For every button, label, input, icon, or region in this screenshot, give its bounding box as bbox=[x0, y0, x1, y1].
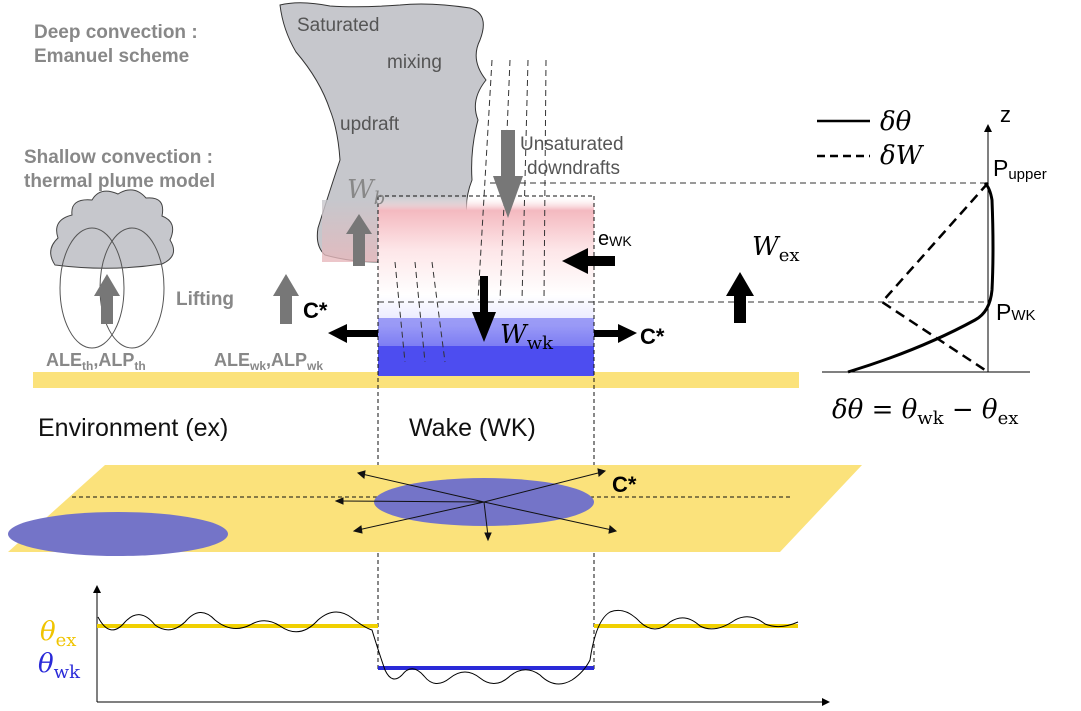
lifting-arrow bbox=[273, 274, 299, 324]
z-label: z bbox=[1000, 102, 1011, 127]
updraft-label: updraft bbox=[340, 114, 400, 135]
p-wk-label: PWK bbox=[996, 299, 1036, 325]
wake-label: Wake (WK) bbox=[409, 414, 536, 442]
wex-up-arrow bbox=[726, 272, 754, 323]
cstar-left-label: C* bbox=[303, 298, 328, 323]
wake-boundaries bbox=[377, 195, 595, 672]
mixing-label: mixing bbox=[387, 52, 442, 73]
cstar-right-label: C* bbox=[640, 324, 665, 349]
wwk-down-arrow bbox=[472, 276, 496, 342]
delta-theta-equation: δθ = θwk − θex bbox=[832, 395, 1018, 429]
legend-w-label: δW bbox=[880, 141, 925, 171]
wwk-label: Wwk bbox=[500, 320, 554, 354]
environment-label: Environment (ex) bbox=[38, 414, 228, 442]
level-lines bbox=[378, 182, 988, 303]
shallow-cloud bbox=[50, 189, 175, 349]
theta-plot bbox=[93, 585, 830, 706]
theta-curve bbox=[97, 609, 799, 685]
downdrafts-label: downdrafts bbox=[527, 158, 620, 179]
cstar-plane-label: C* bbox=[612, 472, 637, 497]
unsat-downdraft-arrow bbox=[493, 130, 523, 218]
shallow-title-line1: Shallow convection : bbox=[24, 147, 213, 168]
thermal-up-arrow bbox=[94, 274, 120, 324]
ground-strip bbox=[33, 372, 799, 388]
wb-up-arrow bbox=[346, 214, 372, 266]
wex-label: Wex bbox=[752, 232, 800, 266]
saturated-label: Saturated bbox=[297, 15, 379, 36]
ale-wk-label: ALEwk,ALPwk bbox=[214, 350, 323, 373]
environment-cold-pool bbox=[8, 512, 228, 556]
profile-plot bbox=[817, 119, 1030, 374]
cstar-left-arrow bbox=[328, 324, 378, 343]
ale-th-label: ALEth,ALPth bbox=[46, 350, 146, 373]
cold-pool-strip bbox=[378, 346, 594, 376]
legend-theta-label: δθ bbox=[880, 107, 912, 137]
theta-wk-label: θwk bbox=[38, 649, 81, 683]
theta-ex-label: θex bbox=[40, 617, 76, 651]
spreading-arrows bbox=[334, 468, 618, 542]
ewk-label: eWK bbox=[598, 228, 632, 250]
deep-title-line2: Emanuel scheme bbox=[34, 46, 189, 67]
unsaturated-label: Unsaturated bbox=[520, 134, 624, 155]
lifting-label: Lifting bbox=[176, 289, 234, 310]
p-upper-label: Pupper bbox=[993, 155, 1047, 183]
delta-theta-curve bbox=[847, 181, 995, 374]
cstar-right-arrow bbox=[594, 324, 637, 343]
wb-symbol: Wb bbox=[347, 175, 385, 209]
deep-title-line1: Deep convection : bbox=[34, 22, 198, 43]
ewk-arrow bbox=[562, 248, 615, 274]
shallow-title-line2: thermal plume model bbox=[24, 171, 215, 192]
delta-w-curve bbox=[880, 182, 989, 374]
